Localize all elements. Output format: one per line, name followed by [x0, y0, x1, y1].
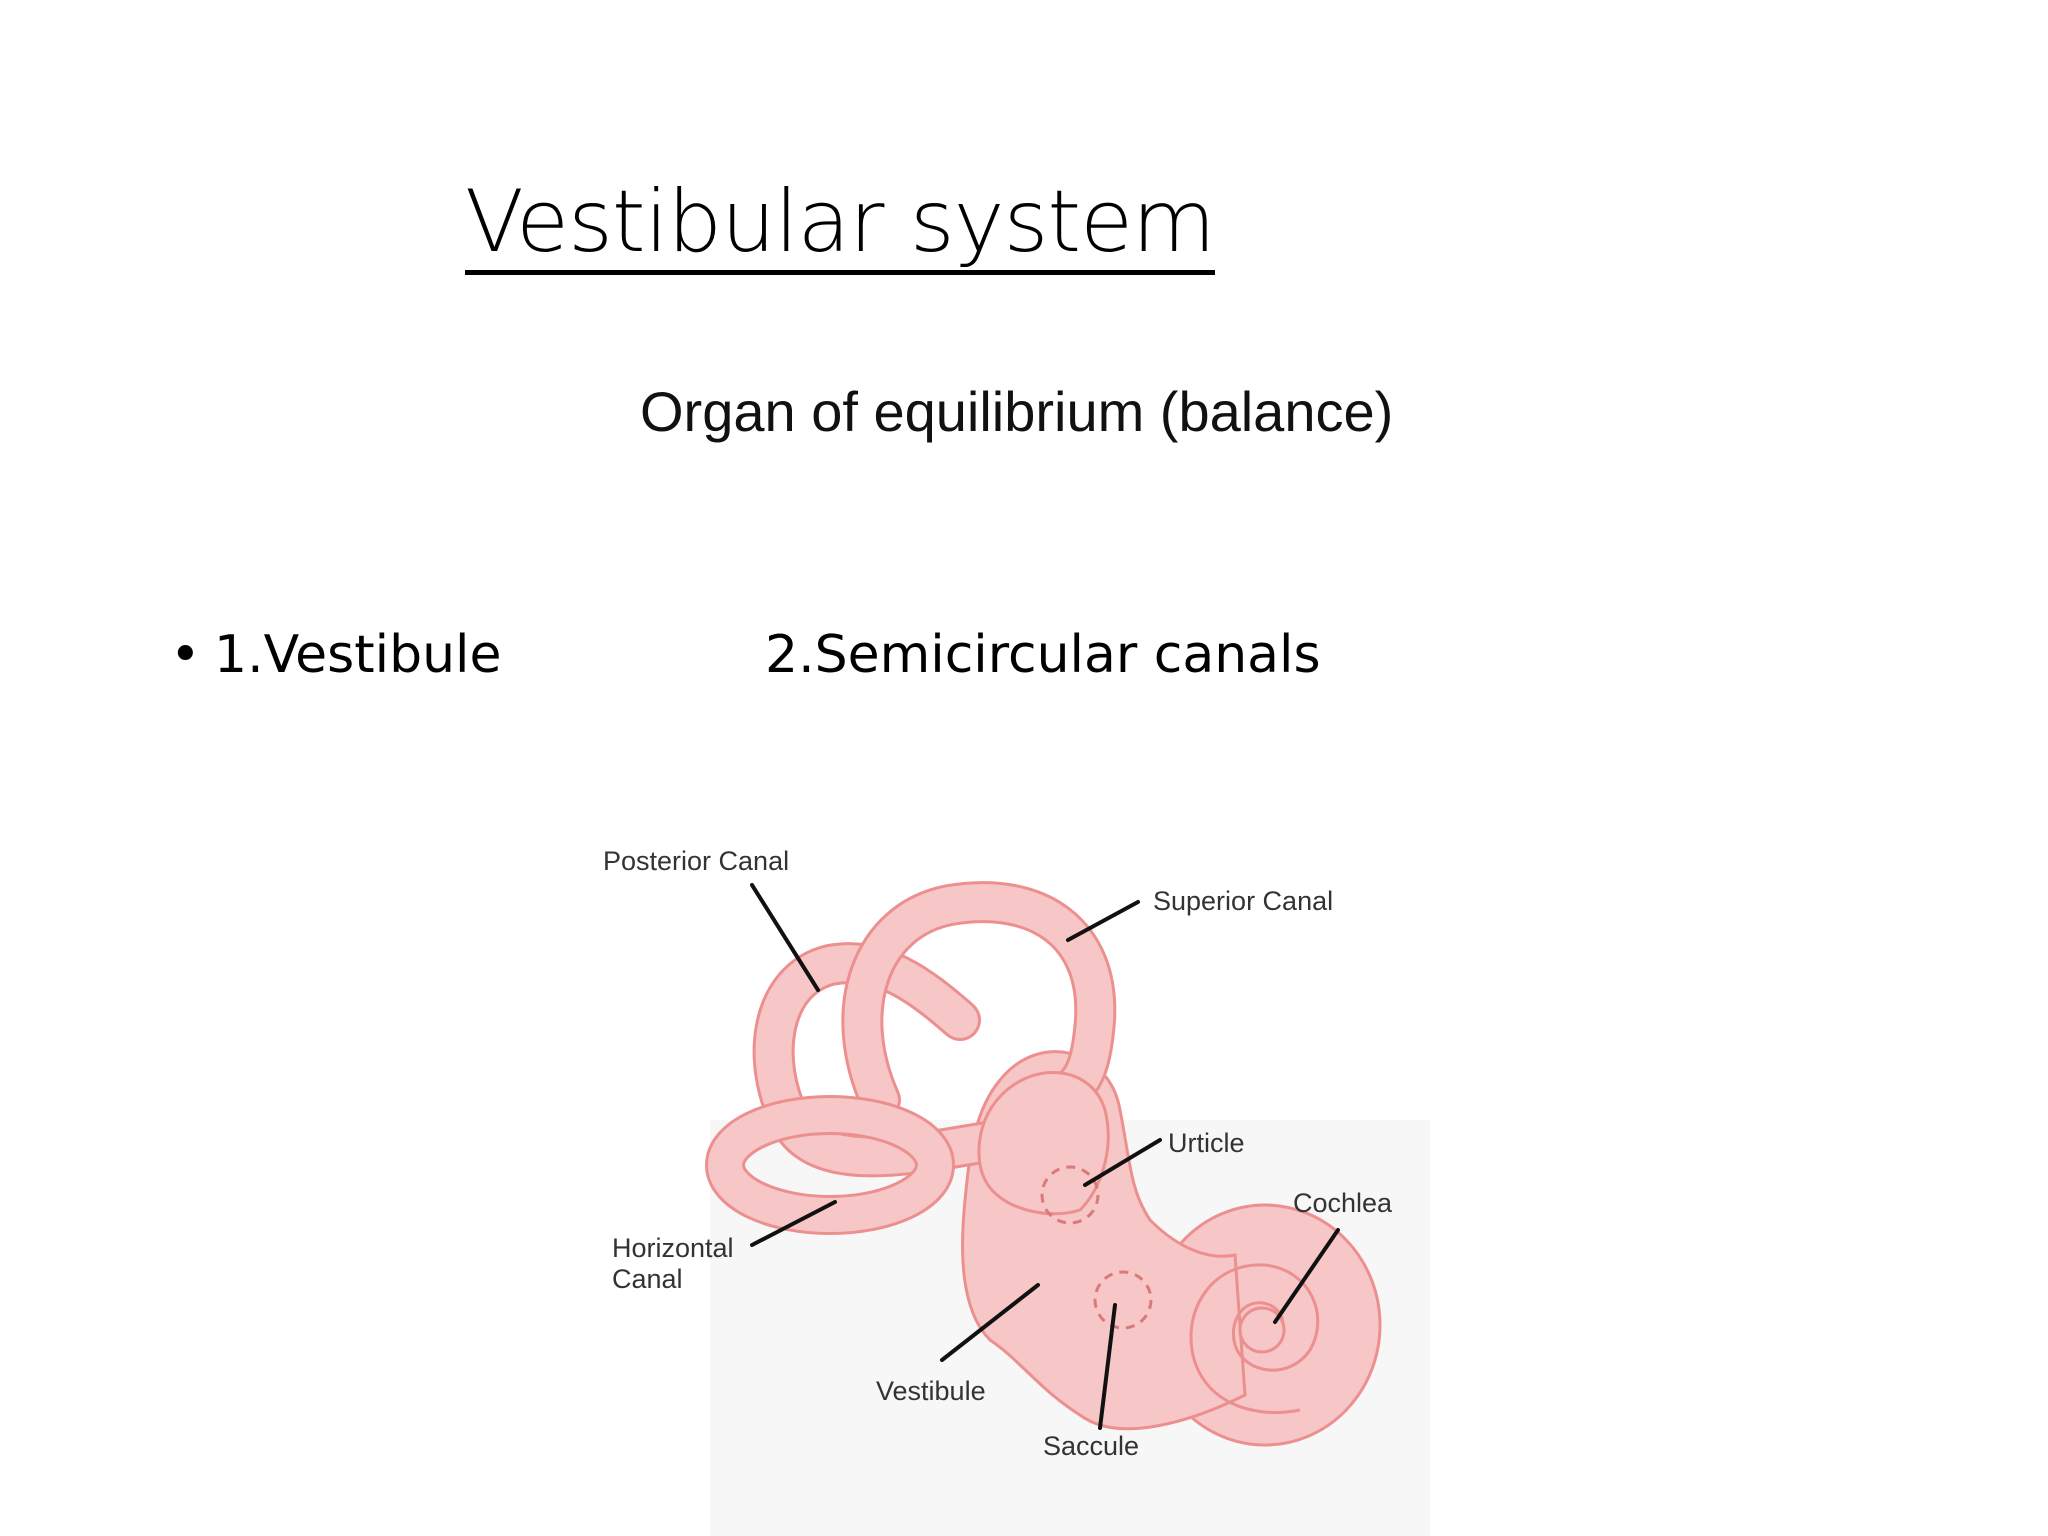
label-urticle: Urticle — [1168, 1128, 1245, 1158]
slide-title: Vestibular system — [465, 172, 1216, 275]
label-superior-canal: Superior Canal — [1153, 886, 1333, 916]
saccule-marker-icon — [1093, 1270, 1153, 1330]
posterior-canal-leader — [750, 883, 820, 992]
cochlea-leader — [1273, 1228, 1340, 1324]
bullet-list: • 1.Vestibule 2.Semicircular canals — [170, 620, 1570, 690]
bullet-icon: • — [170, 625, 201, 685]
bullet-item-vestibule: 1.Vestibule — [214, 625, 502, 685]
urticle-leader — [1083, 1138, 1162, 1187]
horizontal-canal-leader — [750, 1200, 837, 1247]
label-horizontal-canal-line1: Horizontal — [612, 1233, 734, 1263]
horizontal-canal-fill — [708, 1098, 952, 1232]
inner-ear-anatomy — [705, 881, 1382, 1447]
sac-markers — [1040, 1165, 1153, 1330]
vestibule-leader — [940, 1283, 1040, 1362]
label-vestibule: Vestibule — [876, 1376, 986, 1406]
superior-canal-leader — [1066, 900, 1140, 942]
bullet-item-semicircular-canals: 2.Semicircular canals — [765, 625, 1321, 685]
vestibule-top-shape — [977, 1071, 1110, 1216]
superior-canal-fill — [844, 884, 1114, 1118]
label-horizontal-canal-line2: Canal — [612, 1264, 683, 1294]
label-cochlea: Cochlea — [1293, 1188, 1393, 1218]
slide-subtitle: Organ of equilibrium (balance) — [640, 380, 1394, 443]
leader-lines — [750, 883, 1340, 1430]
urticle-marker-icon — [1040, 1165, 1100, 1225]
label-posterior-canal: Posterior Canal — [603, 846, 789, 876]
saccule-leader — [1098, 1303, 1117, 1430]
label-saccule: Saccule — [1043, 1431, 1139, 1461]
cochlea-center — [1238, 1306, 1286, 1354]
cochlea-spiral — [1189, 1263, 1320, 1414]
